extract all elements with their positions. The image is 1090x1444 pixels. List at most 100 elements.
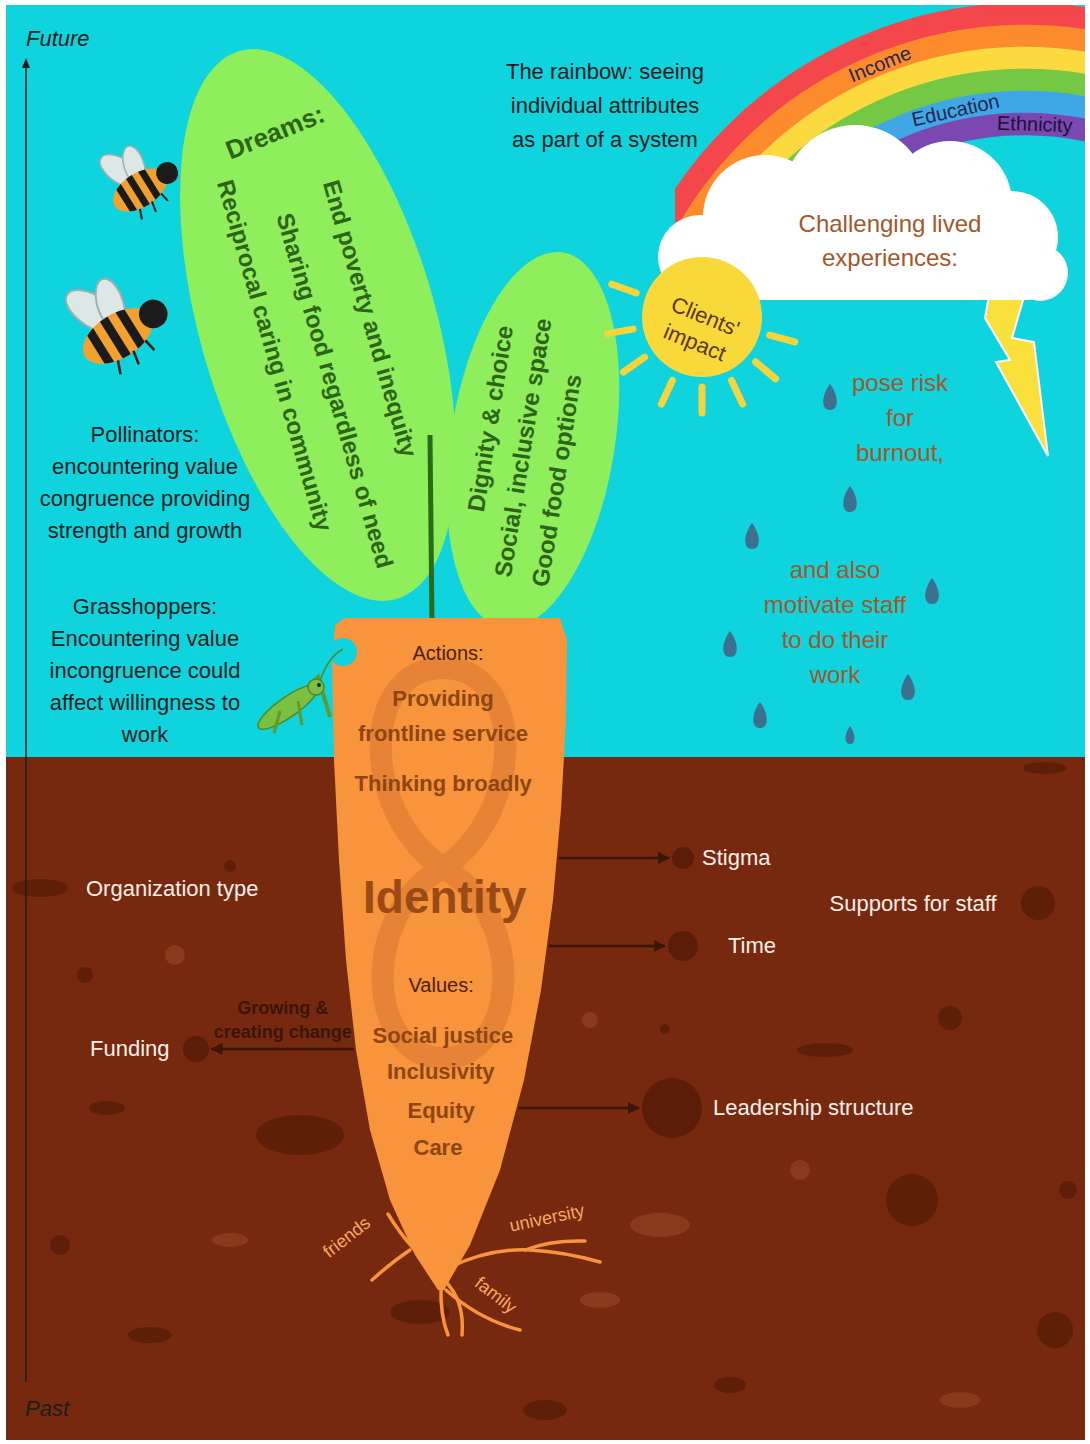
carrot-text: Social justice [373, 1021, 514, 1050]
sun-ray [756, 362, 776, 379]
rainbow-band-label: Ethnicity [997, 110, 1073, 139]
carrot-text: Inclusivity [387, 1057, 495, 1086]
time-axis [22, 58, 30, 1382]
sun-ray [612, 284, 636, 293]
bee [49, 248, 184, 386]
decoration [523, 1400, 567, 1420]
decoration [843, 486, 857, 512]
grasshopper-eye [317, 683, 321, 687]
carrot [332, 618, 567, 1290]
edge-label: Growing & creating change [208, 996, 358, 1044]
decoration [790, 1160, 810, 1180]
connector-arrow [549, 945, 665, 948]
soil-factor: Stigma [672, 844, 770, 872]
connector-arrow [212, 1048, 354, 1051]
decoration [1021, 886, 1055, 920]
soil-label: Stigma [702, 844, 770, 872]
note-text: The rainbow: seeing individual attribute… [499, 55, 711, 157]
connector-arrow [519, 1107, 639, 1110]
rainbow-band-label: Income [845, 40, 916, 89]
lightning [985, 290, 1048, 456]
decoration [675, 58, 1085, 270]
decoration [925, 578, 939, 604]
soil-dot [672, 847, 694, 869]
soil-dot [183, 1036, 209, 1062]
soil-spots-light [165, 945, 980, 1408]
decoration [50, 1235, 70, 1255]
decoration [448, 1250, 600, 1268]
soil-label: Supports for staff [830, 889, 997, 918]
sun-shape: Clients' impact [630, 245, 775, 390]
decoration [89, 1101, 125, 1115]
decoration [77, 967, 93, 983]
decoration [112, 339, 156, 375]
sun-ray [607, 329, 633, 334]
leaf-stem [430, 435, 432, 625]
decoration [630, 1213, 690, 1237]
sun-ray [699, 387, 706, 413]
note-text: Pollinators: encountering value congruen… [29, 419, 261, 547]
rainbow [675, 14, 1085, 270]
decoration [940, 1392, 980, 1408]
connector-arrow [559, 857, 669, 860]
decoration [152, 158, 182, 188]
carrot-bite [329, 638, 357, 666]
decoration [675, 14, 1085, 270]
rainbow-band-label: Education [909, 88, 1001, 133]
decoration [675, 36, 1085, 270]
axis-label: Future [26, 24, 90, 53]
grasshopper-body [253, 678, 323, 736]
carrot-text: Equity [408, 1096, 475, 1125]
decoration [134, 294, 173, 333]
carrot-text: Identity [363, 867, 527, 927]
decoration [136, 192, 170, 220]
note-text: pose risk for burnout, [843, 365, 958, 470]
carrot-text: Values: [409, 972, 474, 998]
root-label: family [469, 1271, 520, 1318]
decoration [224, 860, 236, 872]
soil-factor: Time [668, 931, 776, 961]
decoration [714, 1377, 746, 1393]
decoration [128, 1327, 172, 1343]
grasshopper-head [308, 679, 324, 695]
soil-label: Funding [90, 1035, 170, 1063]
decoration [753, 702, 767, 728]
leaf-shape: Dignity & choiceSocial, inclusive spaceG… [450, 240, 620, 620]
decoration [901, 674, 915, 700]
decoration [660, 1024, 670, 1034]
root-label: friends [319, 1211, 376, 1262]
decoration [723, 631, 737, 657]
decoration [1037, 1312, 1073, 1348]
raindrops [723, 384, 939, 744]
sun-ray [661, 380, 672, 404]
leaf [422, 240, 643, 641]
root-label: university [507, 1199, 586, 1237]
note-text: Grasshoppers: Encountering value incongr… [29, 591, 261, 751]
carrot-text: Actions: [413, 640, 484, 666]
decoration [580, 1292, 620, 1308]
decoration [25, 66, 27, 1382]
note-text: and also motivate staff to do their work [755, 552, 915, 692]
sun-ray [732, 380, 743, 404]
decoration [582, 1012, 598, 1028]
decoration [886, 1174, 938, 1226]
decoration [212, 1233, 248, 1247]
decoration [823, 384, 837, 410]
decoration [938, 1006, 962, 1030]
grasshopper-antenna [320, 649, 343, 681]
decoration [745, 523, 759, 549]
decoration [256, 1115, 344, 1155]
bee [87, 122, 191, 228]
cloud-text: Challenging lived experiences: [790, 207, 990, 275]
carrot-text: Thinking broadly [355, 769, 532, 798]
decoration [525, 1241, 585, 1250]
soil-factor: Funding [90, 1035, 209, 1063]
sun [642, 257, 762, 377]
decoration [1059, 1181, 1077, 1199]
soil-factor: Leadership structure [642, 1078, 914, 1138]
decoration [846, 726, 855, 744]
decoration [444, 1280, 462, 1335]
soil-label: Leadership structure [713, 1094, 914, 1122]
